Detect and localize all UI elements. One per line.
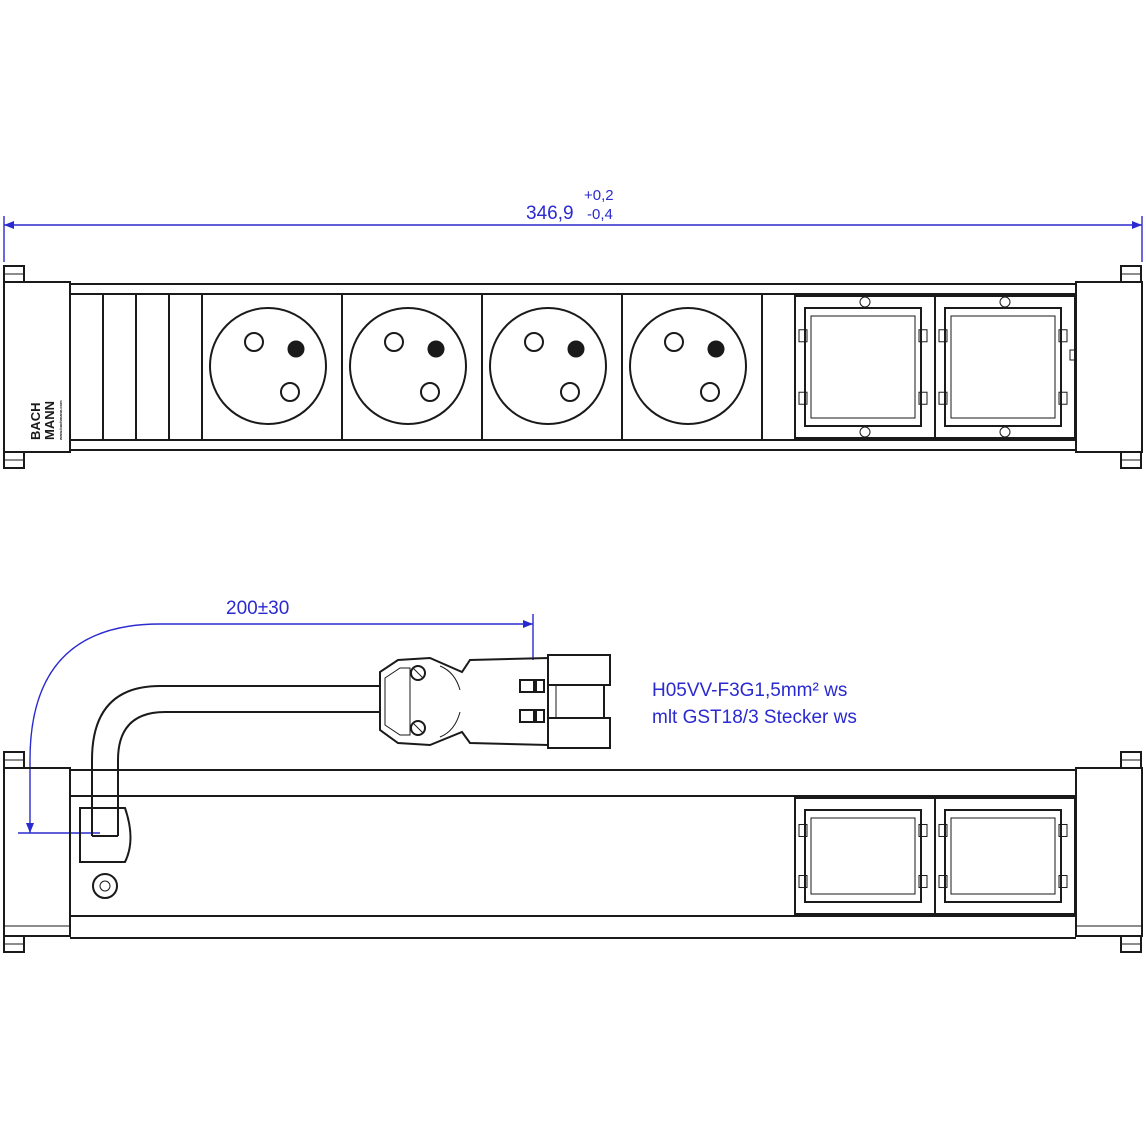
- frame-outer: [934, 797, 1076, 915]
- length-tolerance-plus: +0,2: [584, 187, 614, 204]
- frame-clip: [798, 823, 808, 837]
- frame-clip: [918, 391, 928, 405]
- brand-line2: MANN: [42, 401, 57, 440]
- socket: [209, 294, 343, 440]
- earth-pin: [427, 340, 445, 358]
- frame-screw: [859, 296, 871, 308]
- frame-opening: [810, 315, 916, 419]
- frame-module: [794, 295, 936, 439]
- cable-spec-line2: mlt GST18/3 Stecker ws: [652, 707, 857, 728]
- socket-face: [489, 307, 607, 425]
- frame-clip: [938, 823, 948, 837]
- earth-pin: [567, 340, 585, 358]
- frame-module: [794, 797, 936, 915]
- profile-body-top: [70, 283, 1076, 451]
- socket-hole-right: [280, 382, 300, 402]
- left-end-cap: BACH MANN www.bachmann.com: [3, 281, 71, 453]
- profile-body-side: [70, 769, 1076, 939]
- mounting-clips-side: [3, 751, 1142, 953]
- frame-clip: [1058, 329, 1068, 343]
- frame-clip: [798, 329, 808, 343]
- frame-outer: [934, 295, 1076, 439]
- socket-modules: [209, 294, 763, 440]
- frame-clip: [918, 823, 928, 837]
- left-end-cap-side: [3, 767, 71, 937]
- frame-clip: [798, 391, 808, 405]
- earth-pin: [707, 340, 725, 358]
- frame-modules-side: [794, 797, 1076, 915]
- length-dimension: 346,9 +0,2 -0,4: [3, 187, 1143, 262]
- side-view: 200±30 H05VV-F3G1,5m: [3, 598, 1143, 953]
- socket-hole-left: [524, 332, 544, 352]
- frame-clip: [918, 329, 928, 343]
- frame-module: [934, 295, 1076, 439]
- frame-inner: [944, 307, 1062, 427]
- socket-hole-left: [244, 332, 264, 352]
- frame-screw: [999, 426, 1011, 438]
- length-tolerance-minus: -0,4: [587, 206, 613, 223]
- frame-opening: [810, 817, 916, 895]
- earth-pin: [287, 340, 305, 358]
- frame-opening: [950, 817, 1056, 895]
- socket: [349, 294, 483, 440]
- frame-module: [934, 797, 1076, 915]
- frame-screw: [859, 426, 871, 438]
- frame-clip: [798, 875, 808, 889]
- top-view: 346,9 +0,2 -0,4 BACH MANN www.bachmann.c…: [3, 187, 1143, 469]
- cable-gland: [79, 807, 132, 899]
- cable: [91, 685, 380, 837]
- frame-clip: [938, 391, 948, 405]
- frame-clip: [1058, 823, 1068, 837]
- frame-clip: [1058, 875, 1068, 889]
- socket-hole-right: [420, 382, 440, 402]
- socket-face: [629, 307, 747, 425]
- right-end-cap: [1075, 281, 1143, 453]
- length-value: 346,9: [526, 203, 574, 224]
- frame-clip: [918, 875, 928, 889]
- frame-clip: [938, 875, 948, 889]
- frame-clip: [1058, 391, 1068, 405]
- right-end-cap-side: [1075, 767, 1143, 937]
- cable-spec-line1: H05VV-F3G1,5mm² ws: [652, 680, 847, 701]
- frame-clip: [938, 329, 948, 343]
- frame-inner: [944, 809, 1062, 903]
- frame-modules-top: [794, 295, 1076, 439]
- brand-url: www.bachmann.com: [58, 400, 63, 441]
- socket-hole-right: [560, 382, 580, 402]
- socket-face: [209, 307, 327, 425]
- frame-outer: [794, 295, 936, 439]
- cable-length-value: 200±30: [226, 598, 289, 619]
- blank-modules: [102, 294, 203, 440]
- cable-length-dimension: 200±30: [18, 598, 534, 834]
- socket: [629, 294, 763, 440]
- frame-inner: [804, 809, 922, 903]
- frame-screw: [999, 296, 1011, 308]
- socket-hole-left: [384, 332, 404, 352]
- frame-outer: [794, 797, 936, 915]
- socket-face: [349, 307, 467, 425]
- frame-opening: [950, 315, 1056, 419]
- socket: [489, 294, 623, 440]
- brand-line1: BACH: [28, 402, 43, 440]
- frame-inner: [804, 307, 922, 427]
- connector-plug: [379, 654, 611, 749]
- socket-hole-right: [700, 382, 720, 402]
- socket-hole-left: [664, 332, 684, 352]
